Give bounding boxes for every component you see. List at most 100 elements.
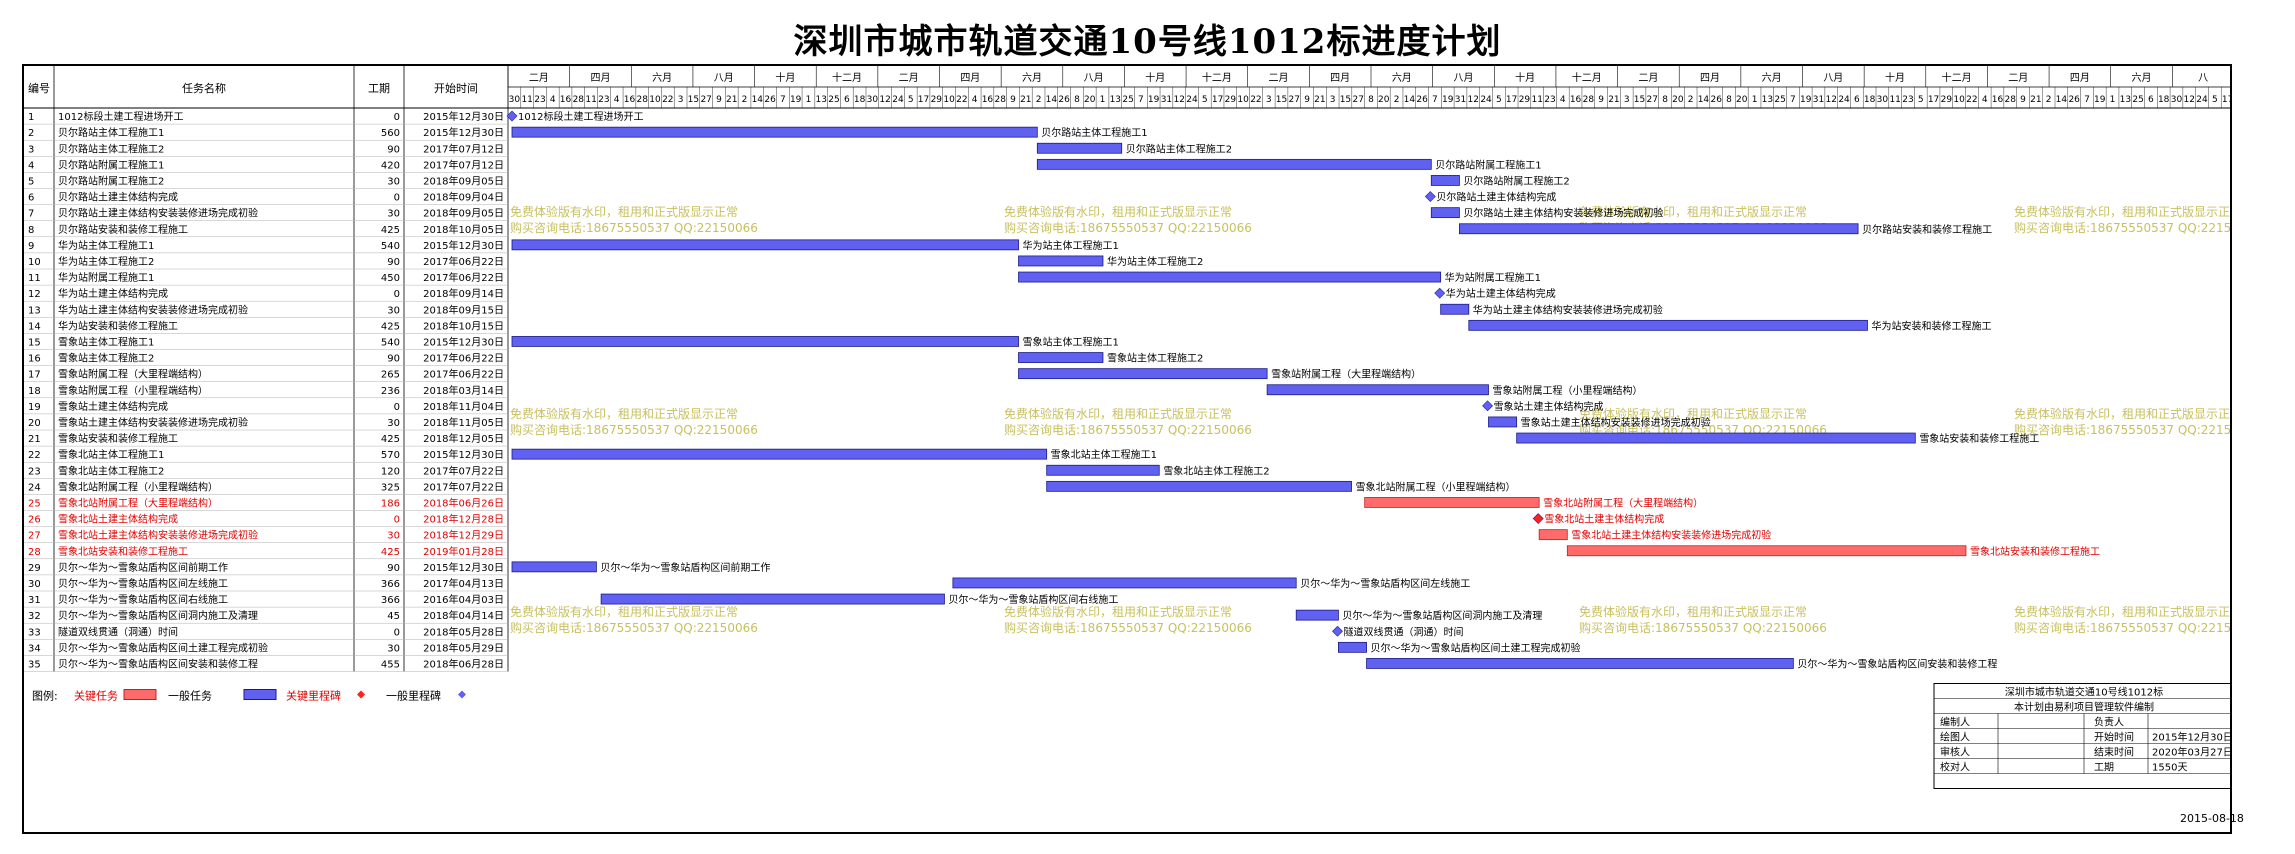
timeline-day-label: 12 bbox=[2184, 95, 2195, 105]
task-name: 贝尔～华为～雪象站盾构区间右线施工 bbox=[58, 593, 228, 606]
timeline-day-label: 1 bbox=[1752, 95, 1758, 105]
timeline-day-label: 21 bbox=[1020, 95, 1031, 105]
task-bar-label: 华为站土建主体结构安装装修进场完成初验 bbox=[1473, 303, 1663, 316]
info-label: 工期 bbox=[2094, 762, 2114, 774]
task-start: 2016年04月03日 bbox=[423, 593, 504, 606]
task-duration: 570 bbox=[381, 450, 400, 461]
task-number: 30 bbox=[28, 579, 41, 590]
watermark-text: 购买咨询电话:18675550537 QQ:22150066 bbox=[1004, 620, 1252, 635]
task-start: 2017年07月12日 bbox=[423, 158, 504, 171]
task-start: 2017年06月22日 bbox=[423, 352, 504, 365]
legend-critical-milestone-label: 关键里程碑 bbox=[286, 689, 341, 703]
timeline-day-label: 13 bbox=[2120, 95, 2131, 105]
timeline-day-label: 19 bbox=[1442, 95, 1454, 105]
timeline-day-label: 4 bbox=[1560, 95, 1566, 105]
info-label: 绘图人 bbox=[1940, 731, 1970, 744]
task-number: 17 bbox=[28, 370, 41, 381]
watermark-text: 免费体验版有水印，租用和正式版显示正常 bbox=[510, 204, 738, 219]
task-number: 1 bbox=[28, 112, 34, 123]
timeline-day-label: 7 bbox=[2084, 95, 2090, 105]
task-bar-label: 贝尔路站土建主体结构安装装修进场完成初验 bbox=[1463, 207, 1663, 220]
task-number: 14 bbox=[28, 321, 41, 332]
page-title: 深圳市城市轨道交通10号线1012标进度计划 bbox=[793, 22, 1502, 62]
task-name: 华为站安装和装修工程施工 bbox=[58, 319, 178, 332]
timeline-month-label: 十月 bbox=[1145, 71, 1165, 84]
task-name: 华为站土建主体结构安装装修进场完成初验 bbox=[58, 303, 248, 316]
task-bar bbox=[1046, 480, 1352, 492]
timeline-day-label: 12 bbox=[1173, 95, 1184, 105]
task-bar bbox=[600, 593, 945, 605]
watermark-text: 购买咨询电话:18675550537 QQ:22150066 bbox=[510, 422, 758, 437]
info-value: 2020年03月27日 bbox=[2152, 746, 2232, 759]
task-number: 24 bbox=[28, 482, 41, 493]
task-start: 2018年10月05日 bbox=[423, 223, 504, 236]
task-bar-label: 贝尔～华为～雪象站盾构区间安装和装修工程 bbox=[1797, 657, 1997, 670]
timeline-day-label: 23 bbox=[1902, 95, 1913, 105]
timeline-day-label: 5 bbox=[908, 95, 914, 105]
task-name: 雪象北站安装和装修工程施工 bbox=[58, 545, 188, 558]
timeline-day-label: 9 bbox=[1304, 95, 1310, 105]
timeline-day-label: 23 bbox=[598, 95, 609, 105]
timeline-day-label: 25 bbox=[1122, 95, 1133, 105]
task-number: 31 bbox=[28, 595, 41, 606]
timeline-month-label: 八月 bbox=[1084, 72, 1104, 84]
task-number: 20 bbox=[28, 418, 41, 429]
task-duration: 120 bbox=[381, 466, 400, 477]
task-bar bbox=[952, 577, 1297, 589]
timeline-month-label: 十二月 bbox=[1572, 71, 1602, 84]
task-start: 2015年12月30日 bbox=[423, 126, 504, 139]
task-start: 2017年07月22日 bbox=[423, 464, 504, 477]
timeline-month-label: 十月 bbox=[1885, 71, 1905, 84]
task-duration: 90 bbox=[387, 144, 400, 155]
task-number: 7 bbox=[28, 209, 34, 220]
task-number: 6 bbox=[28, 193, 34, 204]
timeline-day-label: 7 bbox=[1138, 95, 1144, 105]
task-duration: 560 bbox=[381, 128, 400, 139]
timeline-day-label: 11 bbox=[1889, 95, 1900, 105]
task-start: 2017年06月22日 bbox=[423, 255, 504, 268]
info-label: 审核人 bbox=[1940, 746, 1970, 759]
task-duration: 30 bbox=[387, 643, 400, 654]
watermark-text: 购买咨询电话:18675550537 QQ:22150066 bbox=[2014, 422, 2232, 437]
milestone-diamond bbox=[1482, 400, 1493, 412]
task-duration: 30 bbox=[387, 531, 400, 542]
task-start: 2018年09月04日 bbox=[423, 191, 504, 204]
task-name: 雪象站安装和装修工程施工 bbox=[58, 432, 178, 445]
task-name: 华为站土建主体结构完成 bbox=[58, 287, 168, 300]
timeline-day-label: 24 bbox=[1186, 95, 1198, 105]
watermark-text: 免费体验版有水印，租用和正式版显示正常 bbox=[1004, 204, 1232, 219]
task-name: 华为站主体工程施工2 bbox=[58, 255, 154, 268]
timeline-day-label: 12 bbox=[1826, 95, 1837, 105]
task-start: 2018年06月26日 bbox=[423, 496, 504, 509]
task-start: 2018年09月05日 bbox=[423, 207, 504, 220]
watermark-text: 免费体验版有水印，租用和正式版显示正常 bbox=[510, 406, 738, 421]
task-name: 贝尔～华为～雪象站盾构区间洞内施工及清理 bbox=[58, 609, 258, 622]
timeline-day-label: 16 bbox=[982, 95, 994, 105]
task-number: 9 bbox=[28, 241, 34, 252]
task-duration: 540 bbox=[381, 337, 400, 348]
task-start: 2015年12月30日 bbox=[423, 239, 504, 252]
timeline-day-label: 5 bbox=[2212, 95, 2218, 105]
task-bar-label: 华为站土建主体结构完成 bbox=[1446, 287, 1556, 300]
task-duration: 30 bbox=[387, 418, 400, 429]
gantt-chart: 编号任务名称工期开始时间二月四月六月八月十月十二月二月四月六月八月十月十二月二月… bbox=[24, 66, 2232, 789]
timeline-month-label: 十二月 bbox=[1202, 71, 1232, 84]
column-header-start: 开始时间 bbox=[434, 81, 478, 95]
task-bar bbox=[1440, 303, 1470, 315]
task-bar bbox=[1566, 545, 1967, 557]
timeline-day-label: 10 bbox=[1953, 95, 1965, 105]
timeline-day-label: 3 bbox=[678, 95, 684, 105]
task-name: 贝尔路站附属工程施工1 bbox=[58, 158, 164, 171]
watermark-text: 免费体验版有水印，租用和正式版显示正常 bbox=[1004, 604, 1232, 619]
task-bar bbox=[1046, 464, 1160, 476]
timeline-month-label: 十二月 bbox=[1942, 71, 1972, 84]
task-start: 2017年06月22日 bbox=[423, 271, 504, 284]
timeline-day-label: 2 bbox=[1394, 95, 1400, 105]
timeline-day-label: 15 bbox=[1340, 95, 1351, 105]
timeline-day-label: 14 bbox=[1046, 95, 1058, 105]
timeline-month-label: 六月 bbox=[2132, 72, 2152, 84]
task-name: 雪象北站土建主体结构安装装修进场完成初验 bbox=[58, 529, 258, 542]
legend-normal-milestone-icon bbox=[458, 690, 466, 699]
timeline-month-label: 八月 bbox=[1823, 72, 1843, 84]
task-number: 8 bbox=[28, 225, 34, 236]
